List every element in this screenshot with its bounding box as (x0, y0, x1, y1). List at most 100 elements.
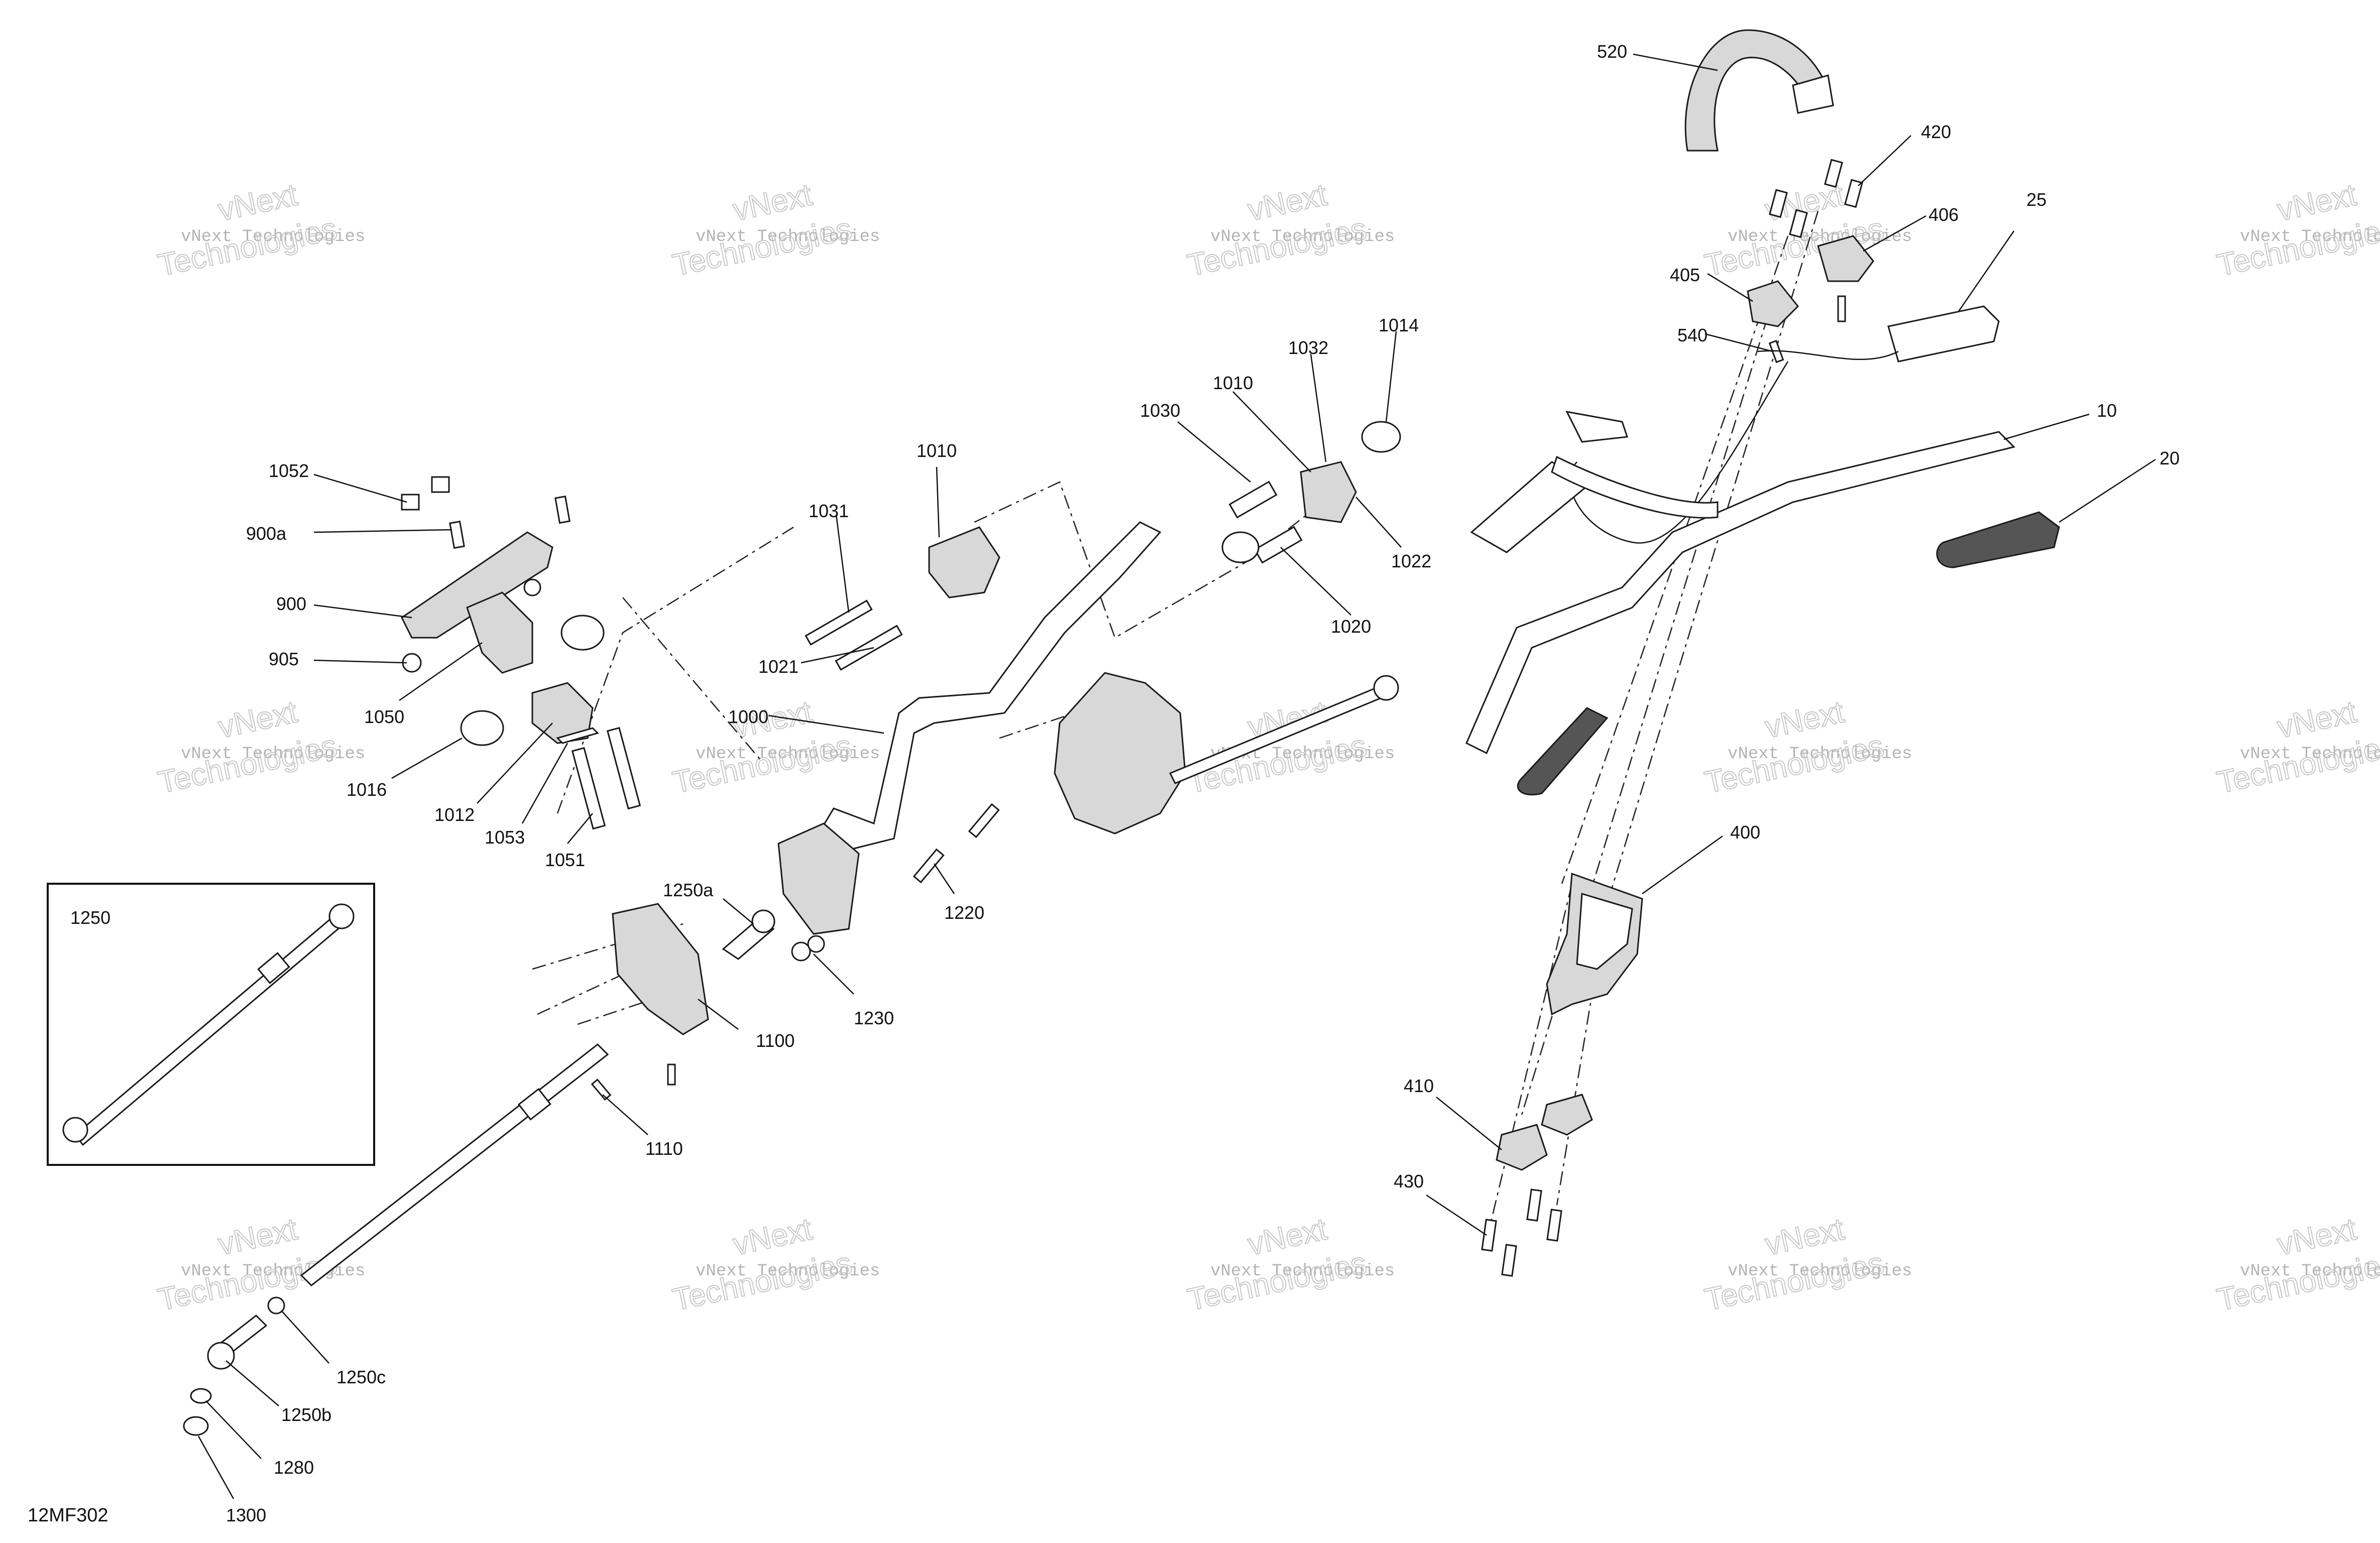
svg-text:vNext Technologies: vNext Technologies (2240, 745, 2380, 764)
svg-text:vNext Technologies: vNext Technologies (696, 1262, 880, 1281)
steering-column-assembly (183, 421, 1401, 1436)
steering-cover (1054, 672, 1186, 835)
svg-text:vNext Technologies: vNext Technologies (1728, 1262, 1912, 1281)
steering-column-1000 (787, 521, 1162, 905)
screw-1110 (591, 1079, 612, 1101)
grip-20 (1936, 511, 2060, 568)
callout-900: 900 (276, 594, 306, 614)
seal-1016 (560, 615, 605, 651)
clamp-1010 (928, 526, 1000, 599)
callout-25: 25 (2026, 189, 2047, 210)
callout-405: 405 (1670, 265, 1700, 285)
callout-labels: 520 420 406 25 405 540 10 20 1014 1032 1… (226, 41, 2180, 1525)
callout-1052: 1052 (269, 460, 309, 481)
svg-text:vNext Technologies: vNext Technologies (1210, 227, 1395, 247)
callout-1016: 1016 (347, 779, 387, 800)
bolt-430 (1546, 1209, 1562, 1242)
callout-1280: 1280 (274, 1457, 314, 1478)
watermark: vNext vNext Technologies Technologies (155, 177, 366, 283)
screw-406 (1837, 295, 1846, 322)
svg-text:vNext: vNext (2275, 694, 2359, 745)
ring-1020 (1221, 531, 1260, 563)
bolt-1021 (835, 625, 903, 671)
callout-1220: 1220 (944, 902, 984, 923)
clamp-410 (1541, 1094, 1593, 1136)
svg-text:vNext Technologies: vNext Technologies (1210, 1262, 1395, 1281)
callout-1031: 1031 (809, 501, 849, 521)
watermark: vNext vNext Technologies Technologies (2214, 177, 2380, 283)
watermark: vNext vNext Technologies Technologies (1702, 1211, 1912, 1318)
nut-1052 (401, 494, 420, 511)
svg-text:vNext Technologies: vNext Technologies (696, 227, 880, 247)
watermark: vNext vNext Technologies Technologies (2214, 1211, 2380, 1318)
callout-1020: 1020 (1331, 616, 1371, 637)
watermark: vNext vNext Technologies Technologies (2214, 694, 2380, 800)
watermark: vNext vNext Technologies Technologies (669, 1211, 880, 1318)
assembly-lines (532, 210, 1819, 1241)
callout-520: 520 (1597, 41, 1627, 62)
callout-1300: 1300 (226, 1505, 266, 1525)
svg-text:vNext Technologies: vNext Technologies (1728, 745, 1912, 764)
bolt-420 (1824, 159, 1843, 188)
grip-25 (1887, 305, 2000, 363)
callout-1014: 1014 (1379, 315, 1419, 335)
washer-1280 (190, 1388, 212, 1404)
svg-text:vNext: vNext (2275, 1212, 2359, 1262)
callout-410: 410 (1404, 1076, 1434, 1096)
svg-text:vNext Technologies: vNext Technologies (696, 745, 880, 764)
callout-1012: 1012 (434, 804, 475, 825)
callout-20: 20 (2160, 448, 2180, 468)
callout-430: 430 (1394, 1171, 1424, 1192)
svg-text:vNext: vNext (215, 694, 300, 745)
svg-text:vNext: vNext (1762, 694, 1847, 745)
watermark: vNext vNext Technologies Technologies (1702, 694, 1912, 800)
bolt-900a (449, 520, 465, 549)
cover-1100 (612, 903, 709, 1035)
svg-text:vNext Technologies: vNext Technologies (2240, 227, 2380, 247)
svg-text:vNext: vNext (730, 1212, 815, 1262)
callout-420: 420 (1921, 122, 1951, 142)
callout-1053: 1053 (485, 827, 525, 848)
inset-tie-rod (74, 912, 346, 1146)
svg-text:vNext: vNext (215, 1212, 300, 1262)
bolt-1051 (571, 747, 606, 830)
callout-905: 905 (269, 649, 299, 669)
callout-1032: 1032 (1288, 337, 1328, 358)
nut-1052 (431, 476, 450, 493)
bolt-430 (1526, 1189, 1542, 1222)
callout-1021: 1021 (758, 656, 799, 677)
callout-900a: 900a (246, 523, 287, 544)
leader-lines (197, 53, 2156, 1499)
handlebar-assembly (1465, 29, 2060, 1277)
bolt-420 (1789, 209, 1808, 239)
clamp-405 (1747, 280, 1799, 327)
spacer-1020 (1254, 526, 1303, 564)
callout-1022: 1022 (1391, 551, 1431, 571)
callout-1000: 1000 (728, 706, 768, 727)
watermark: vNext vNext Technologies Technologies (1184, 694, 1395, 800)
bolt-420 (1769, 189, 1788, 218)
callout-1051: 1051 (545, 850, 585, 870)
shim-1053 (556, 727, 599, 744)
bearing-housing-1010 (1300, 461, 1357, 523)
svg-text:vNext: vNext (2275, 177, 2359, 227)
handlebar-10 (1465, 431, 2015, 755)
seal-1016 (460, 710, 504, 746)
nut-1250c (267, 1296, 285, 1315)
nut-1300 (183, 1416, 209, 1436)
grip-mid (1517, 707, 1609, 796)
bushing-1050 (466, 591, 533, 674)
callout-400: 400 (1730, 822, 1760, 843)
screw-1110 (667, 1063, 676, 1086)
callout-1050: 1050 (364, 706, 404, 727)
clamp-410 (1496, 1124, 1548, 1171)
inset-1250: 1250 (47, 883, 375, 1166)
svg-text:vNext: vNext (215, 177, 300, 227)
bolt-1051 (606, 727, 641, 810)
svg-text:vNext: vNext (1245, 1212, 1330, 1262)
inset-label: 1250 (70, 907, 110, 928)
callout-1010: 1010 (917, 440, 957, 461)
callout-406: 406 (1929, 204, 1959, 225)
bolt-1220 (968, 803, 1000, 839)
